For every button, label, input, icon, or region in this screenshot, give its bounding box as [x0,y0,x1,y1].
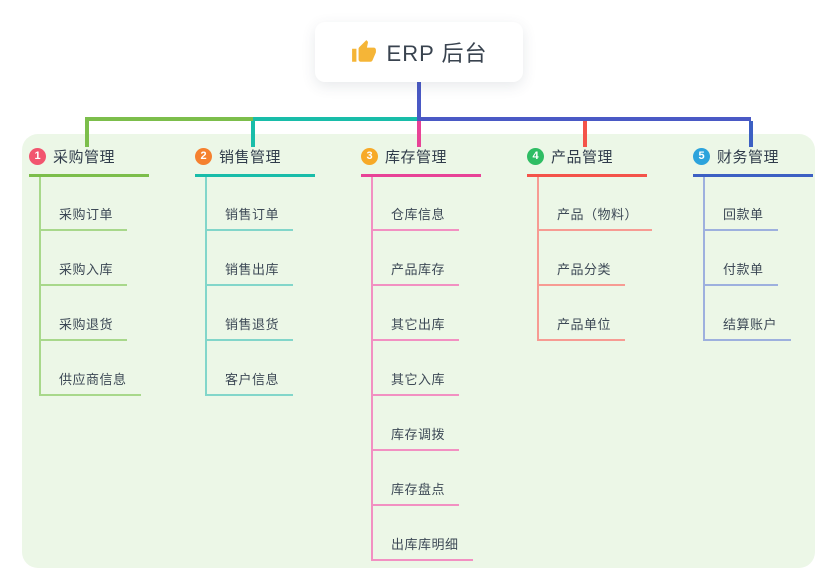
mindmap-leaf-node[interactable]: 产品单位 [537,314,626,341]
branch-5-label: 财务管理 [717,149,780,166]
branch-stem-line [371,176,373,560]
branch-2-label: 销售管理 [219,149,282,166]
mindmap-leaf-node[interactable]: 采购订单 [39,204,128,231]
branch-4-number-badge: 4 [527,148,544,165]
root-label: ERP 后台 [386,41,488,66]
mindmap-leaf-node[interactable]: 其它出库 [371,314,460,341]
branch-5-node[interactable]: 5 财务管理 [693,146,813,177]
mindmap-leaf-node[interactable]: 销售订单 [205,204,294,231]
mindmap-leaf-node[interactable]: 结算账户 [703,314,792,341]
mindmap-leaf-node[interactable]: 付款单 [703,259,778,286]
branch-2-number-badge: 2 [195,148,212,165]
mindmap-leaf-node[interactable]: 其它入库 [371,369,460,396]
branch-drop-line [417,121,421,147]
branch-4-node[interactable]: 4 产品管理 [527,146,647,177]
branch-drop-line [251,121,255,147]
mindmap-leaf-node[interactable]: 销售出库 [205,259,294,286]
root-connector-line [417,82,421,121]
branch-3-node[interactable]: 3 库存管理 [361,146,481,177]
branch-drop-line [583,121,587,147]
mindmap-leaf-node[interactable]: 回款单 [703,204,778,231]
branch-drop-line [749,121,753,147]
branch-4-label: 产品管理 [551,149,614,166]
trunk-connector-line [253,117,417,121]
branch-1-node[interactable]: 1 采购管理 [29,146,149,177]
mindmap-panel [22,134,815,568]
mindmap-leaf-node[interactable]: 库存盘点 [371,479,460,506]
branch-stem-line [537,176,539,340]
trunk-connector-line [85,117,253,121]
mindmap-leaf-node[interactable]: 产品库存 [371,259,460,286]
mindmap-leaf-node[interactable]: 库存调拨 [371,424,460,451]
mindmap-leaf-node[interactable]: 采购退货 [39,314,128,341]
mindmap-leaf-node[interactable]: 出库库明细 [371,534,473,561]
mindmap-leaf-node[interactable]: 客户信息 [205,369,294,396]
root-node[interactable]: ERP 后台 [315,22,523,82]
branch-stem-line [703,176,705,340]
mindmap-leaf-node[interactable]: 销售退货 [205,314,294,341]
mindmap-leaf-node[interactable]: 仓库信息 [371,204,460,231]
thumbs-up-icon [351,40,376,62]
branch-2-node[interactable]: 2 销售管理 [195,146,315,177]
branch-3-label: 库存管理 [385,149,448,166]
branch-1-number-badge: 1 [29,148,46,165]
mindmap-leaf-node[interactable]: 采购入库 [39,259,128,286]
mindmap-leaf-node[interactable]: 产品（物料） [537,204,653,231]
branch-drop-line [85,121,89,147]
branch-3-number-badge: 3 [361,148,378,165]
branch-5-number-badge: 5 [693,148,710,165]
trunk-connector-line [417,117,751,121]
branch-1-label: 采购管理 [53,149,116,166]
mindmap-leaf-node[interactable]: 产品分类 [537,259,626,286]
mindmap-leaf-node[interactable]: 供应商信息 [39,369,141,396]
